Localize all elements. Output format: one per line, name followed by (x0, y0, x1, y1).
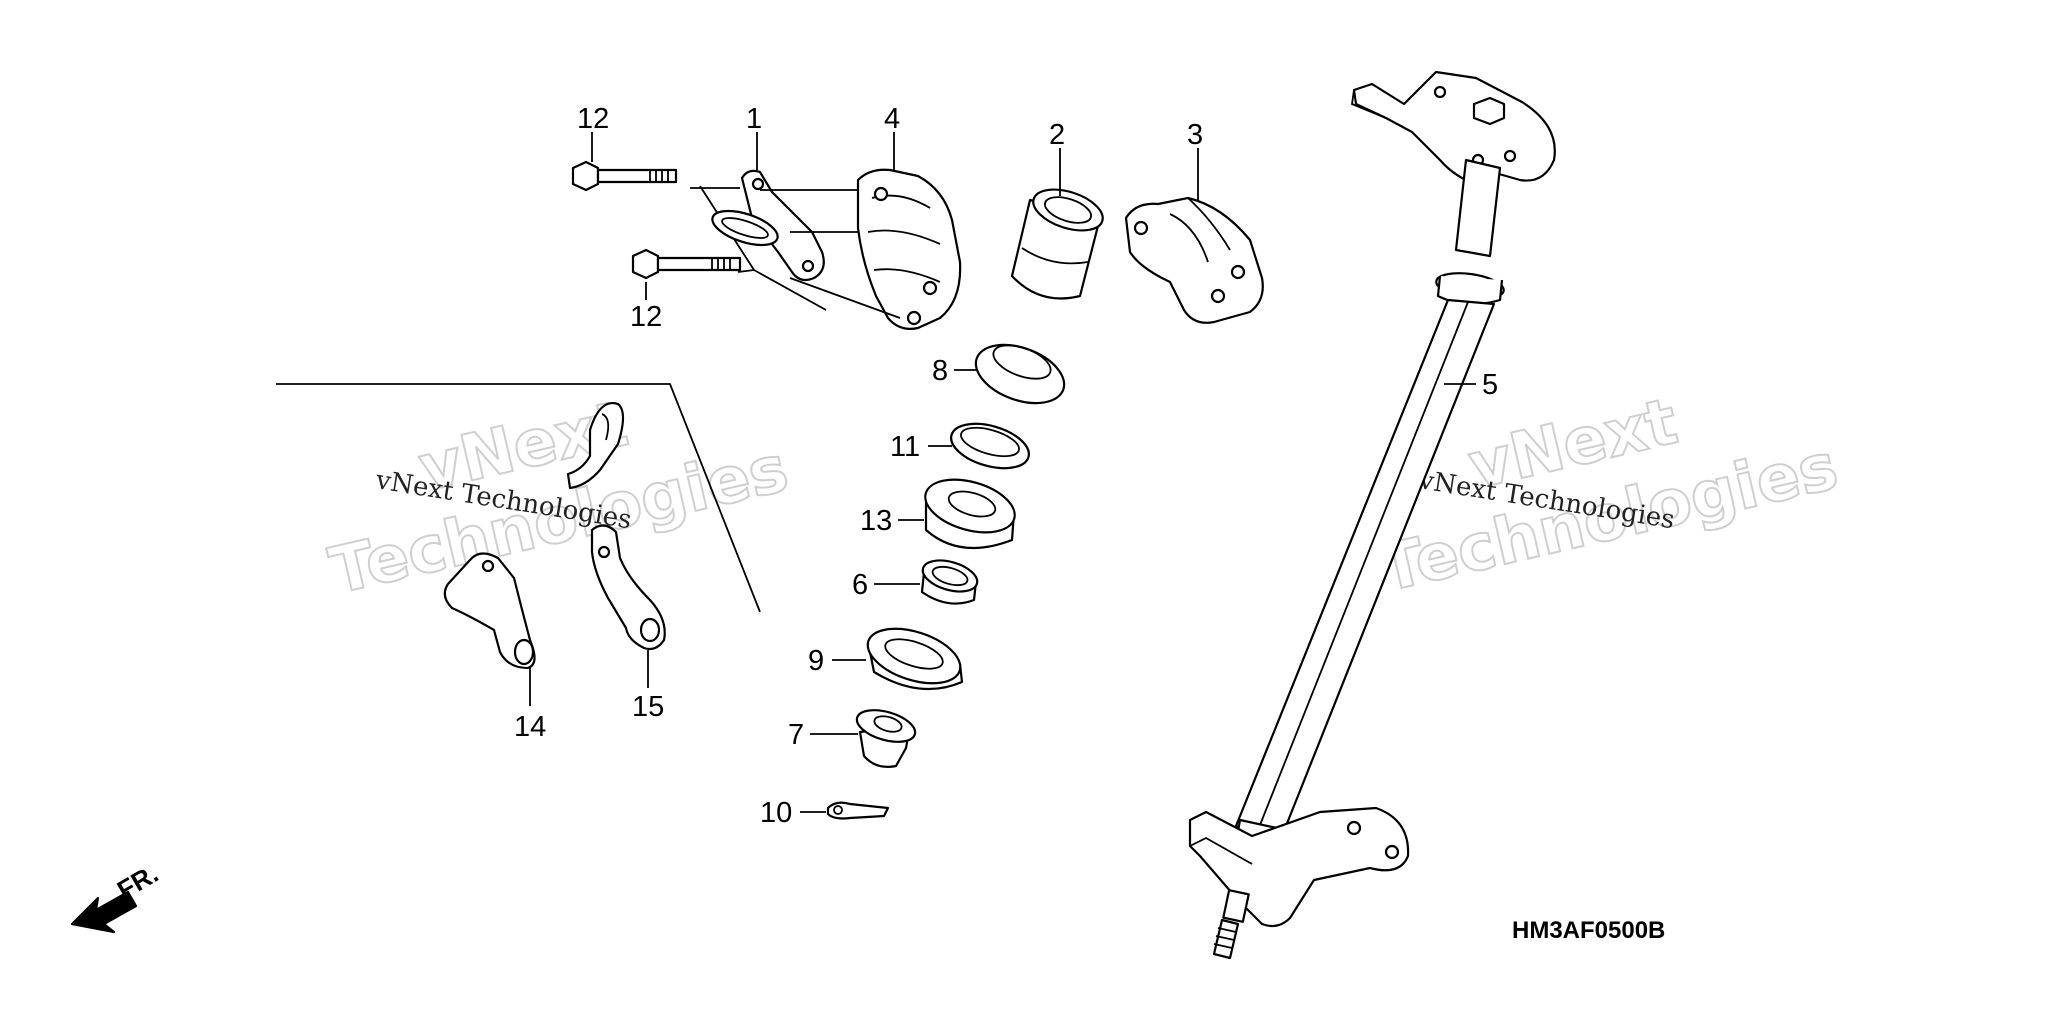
part-plate-1 (711, 169, 825, 282)
callout-11: 11 (890, 431, 920, 463)
callout-14: 14 (514, 711, 546, 743)
callout-4: 4 (884, 103, 900, 135)
front-direction-arrow: FR. (70, 858, 163, 934)
part-bearing-13 (924, 478, 1016, 550)
part-collar-6 (920, 559, 979, 605)
part-clamp-15 (590, 524, 666, 651)
callout-12-lower: 12 (630, 301, 662, 333)
callout-3: 3 (1187, 119, 1203, 151)
diagram-code: HM3AF0500B (1512, 917, 1665, 944)
part-nut-7 (855, 709, 917, 768)
callout-9: 9 (808, 645, 824, 677)
callout-8: 8 (932, 355, 948, 387)
callout-7: 7 (788, 719, 804, 751)
part-holder-3 (1124, 196, 1264, 324)
callout-13: 13 (860, 505, 892, 537)
callout-12-upper: 12 (577, 103, 609, 135)
holder-guide-lines (760, 189, 901, 319)
inset-border (276, 383, 761, 613)
part-bushing-2 (1010, 188, 1104, 300)
part-bolt-12-lower (631, 248, 742, 280)
part-clamp-upper-loop (566, 401, 625, 490)
part-holder-4 (856, 168, 962, 330)
callout-6: 6 (852, 569, 868, 601)
callout-10: 10 (760, 797, 792, 829)
part-bolt-12-upper (571, 160, 678, 192)
part-seal-8 (974, 343, 1066, 405)
part-steering-shaft-5 (1188, 70, 1556, 960)
callout-1: 1 (746, 103, 762, 135)
part-ring-11 (950, 422, 1030, 470)
part-pin-10 (826, 801, 890, 820)
callout-2: 2 (1049, 119, 1065, 151)
part-clamp-14 (443, 552, 536, 670)
part-seal-9 (866, 627, 964, 691)
callout-5: 5 (1482, 369, 1498, 401)
callout-15: 15 (632, 691, 664, 723)
